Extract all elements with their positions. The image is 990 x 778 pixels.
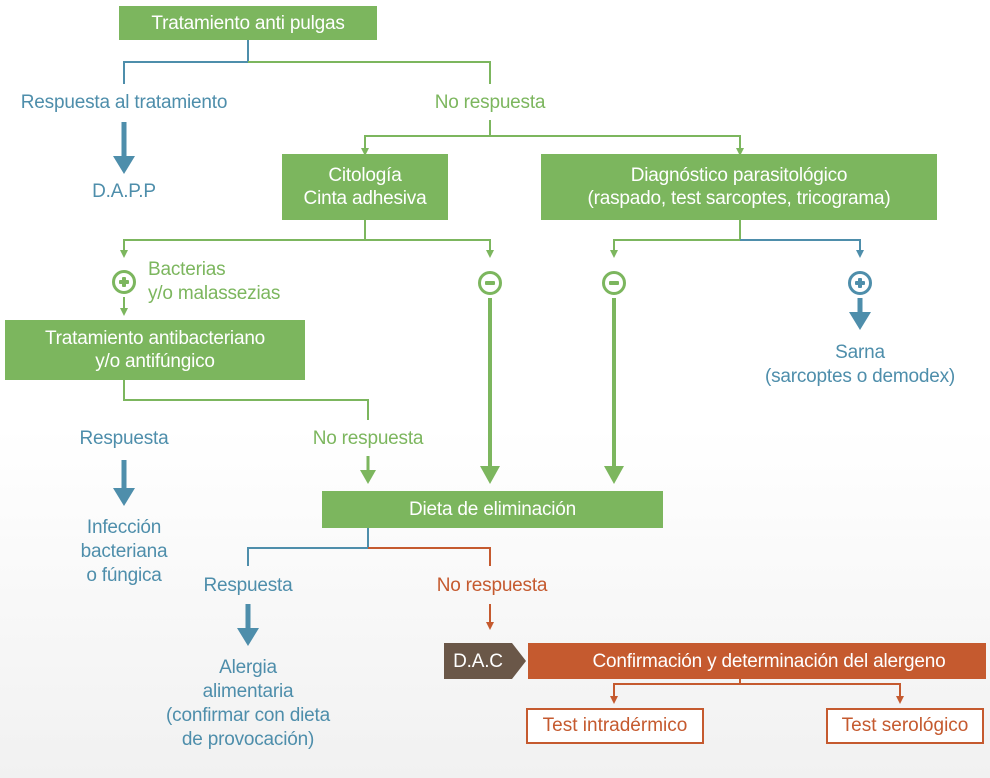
box-test-serologico: Test serológico: [826, 708, 984, 744]
label-dapp: D.A.P.P: [92, 181, 156, 202]
box-test-intradermico: Test intradérmico: [526, 708, 704, 744]
arrow-to-dapp: [113, 122, 135, 174]
plus-icon-bacterias: [112, 270, 136, 294]
box-confirmacion-alergeno: Confirmación y determinación del alergen…: [528, 643, 986, 679]
box-dieta-eliminacion: Dieta de eliminación: [322, 491, 663, 528]
split-antipulgas: [123, 40, 491, 84]
dac-arrow-tip: [512, 643, 526, 679]
split-parasitologico: [610, 220, 864, 258]
split-antibacteriano: [123, 380, 369, 420]
plus-icon-sarna: [848, 271, 872, 295]
split-dieta: [247, 528, 491, 566]
label-no-respuesta-2: No respuesta: [312, 428, 424, 449]
label-sarna: Sarna (sarcoptes o demodex): [764, 342, 956, 387]
box-tratamiento-anti-pulgas: Tratamiento anti pulgas: [119, 6, 377, 40]
box-diagnostico-parasitologico: Diagnóstico parasitológico (raspado, tes…: [541, 154, 937, 220]
split-citologia: [120, 220, 494, 258]
label-alergia-alimentaria: Alergia alimentaria (confirmar con dieta…: [166, 657, 330, 750]
arrow-no-respuesta-to-dieta: [360, 456, 376, 484]
label-bacterias: Bacterias y/o malassezias: [148, 259, 281, 304]
label-respuesta-3: Respuesta: [203, 575, 293, 596]
minus-icon-citologia: [478, 271, 502, 295]
box-citologia: Citología Cinta adhesiva: [282, 154, 448, 220]
split-no-respuesta: [361, 120, 744, 156]
arrow-to-sarna: [849, 298, 871, 330]
box-tratamiento-antibacteriano: Tratamiento antibacteriano y/o antifúngi…: [5, 320, 305, 380]
label-infeccion: Infección bacteriana o fúngica: [80, 517, 168, 586]
label-no-respuesta-3: No respuesta: [436, 575, 548, 596]
arrow-to-infeccion: [113, 460, 135, 506]
box-dac: D.A.C: [444, 643, 512, 679]
label-respuesta-al-tratamiento: Respuesta al tratamiento: [20, 92, 228, 113]
label-respuesta-2: Respuesta: [79, 428, 169, 449]
arrow-parasitologico-to-dieta: [604, 298, 624, 484]
label-no-respuesta-1: No respuesta: [434, 92, 546, 113]
minus-icon-parasitologico: [602, 271, 626, 295]
arrow-citologia-to-dieta: [480, 298, 500, 484]
arrow-to-alergia: [237, 604, 259, 646]
